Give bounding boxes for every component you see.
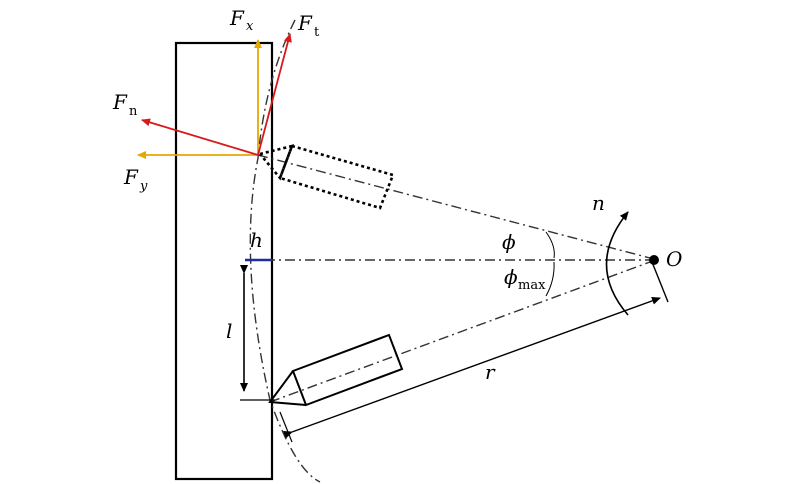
angle-arc-phi [545, 231, 555, 259]
centerline-upper-tool [257, 154, 651, 259]
svg-text:y: y [139, 179, 148, 194]
pivot-label: O [666, 247, 682, 271]
centerline-lower-tool [269, 261, 651, 403]
phi-max-label: ϕ max [504, 265, 546, 293]
angle-arc-phi-max [545, 261, 555, 297]
fn-label: F n [112, 90, 138, 119]
radius-label: r [485, 360, 496, 384]
svg-text:max: max [518, 278, 546, 293]
svg-text:F: F [229, 6, 245, 30]
tool-upper-dotted [259, 144, 395, 210]
pivot-point [649, 255, 659, 265]
svg-text:F: F [112, 90, 128, 114]
h-label: h [250, 228, 263, 252]
pivot-extension-line [651, 261, 669, 303]
ft-label: F t [297, 11, 320, 40]
rotation-arrow [605, 211, 629, 316]
svg-text:n: n [129, 104, 138, 119]
svg-text:x: x [246, 19, 254, 34]
svg-text:F: F [297, 11, 313, 35]
rotation-label: n [592, 191, 605, 215]
tool-path-arc [249, 19, 321, 483]
force-fn-arrow [141, 118, 259, 156]
fy-label: F y [123, 165, 148, 194]
phi-label: ϕ [502, 230, 516, 254]
svg-text:t: t [314, 25, 320, 40]
radius-dimension [283, 296, 661, 439]
svg-text:ϕ: ϕ [504, 265, 518, 289]
svg-text:F: F [123, 165, 139, 189]
force-ft-arrow [257, 33, 292, 156]
fx-label: F x [229, 6, 254, 34]
radius-extension [279, 411, 293, 443]
l-label: l [226, 319, 232, 343]
